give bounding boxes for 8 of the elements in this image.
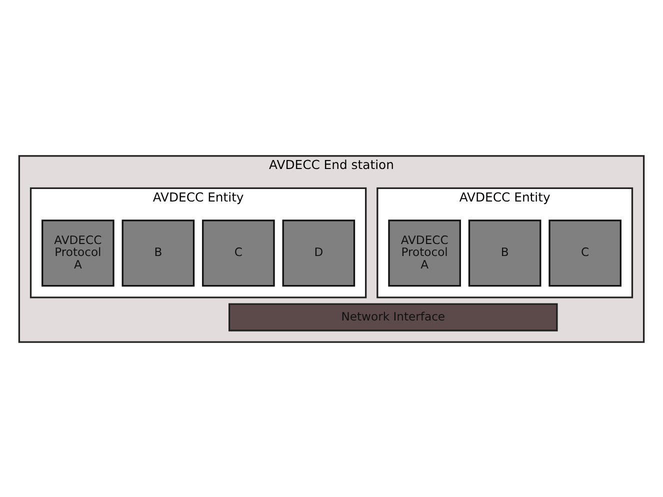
node-box: B (468, 219, 542, 286)
node-box: AVDECC Protocol A (42, 219, 114, 286)
node-box: AVDECC Protocol A (388, 219, 461, 286)
node-box: Network Interface (228, 302, 558, 331)
node-box: C (548, 219, 622, 286)
node-box: B (122, 219, 195, 286)
node-box: D (282, 219, 356, 286)
node-box: C (202, 219, 275, 286)
